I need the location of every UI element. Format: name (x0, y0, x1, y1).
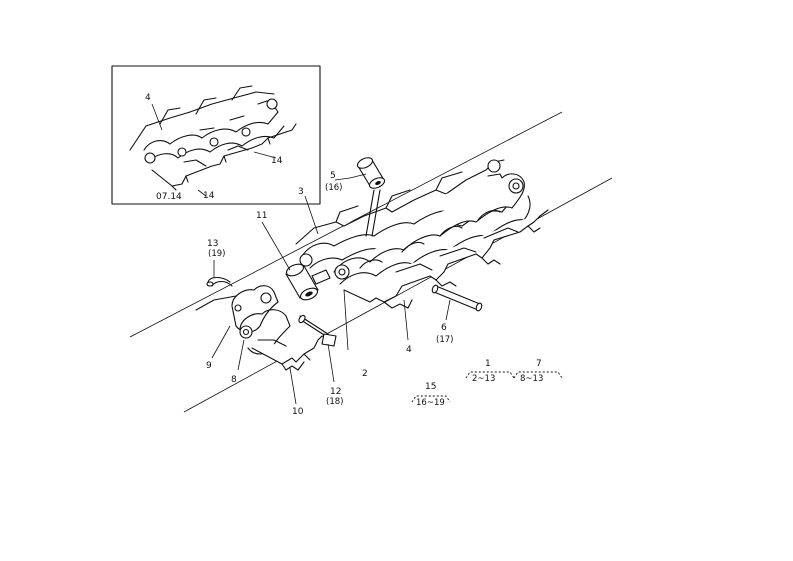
assembly-group-1: 1 2~13 (465, 359, 515, 384)
label-10: 10 (292, 407, 304, 417)
label-8: 8 (231, 375, 237, 385)
main-track-assembly (295, 159, 549, 309)
pin-6 (431, 284, 483, 312)
spring-pin-13 (206, 276, 233, 287)
label-6: 6 (441, 323, 447, 333)
label-4: 4 (406, 345, 412, 355)
label-2: 2 (362, 369, 368, 379)
label-13-alt: (19) (208, 249, 225, 259)
assembly-group-7: 7 8~13 (513, 359, 563, 384)
group-1-label: 1 (485, 359, 491, 369)
label-11: 11 (256, 211, 267, 221)
label-13: 13 (207, 239, 218, 249)
inset-label-14-right: 14 (271, 156, 283, 166)
inset-frame (111, 65, 321, 205)
group-15-range: 16~19 (416, 398, 445, 408)
bushing-11 (285, 263, 331, 301)
inset-detail: 4 14 14 07.14 (111, 65, 321, 205)
bushing-5 (356, 157, 386, 189)
label-3: 3 (298, 187, 304, 197)
inset-caption: 07.14 (156, 192, 182, 202)
inset-label-14-bottom: 14 (203, 191, 215, 201)
group-7-label: 7 (536, 359, 542, 369)
label-9: 9 (206, 361, 212, 371)
assembly-group-15: 15 16~19 (411, 382, 451, 408)
label-5: 5 (330, 171, 336, 181)
label-5-alt: (16) (325, 183, 342, 193)
leader-lines (211, 173, 451, 405)
label-12: 12 (330, 387, 341, 397)
group-7-range: 8~13 (520, 374, 543, 384)
group-1-range: 2~13 (472, 374, 495, 384)
callout-labels: 3 5 (16) 11 13 (19) 2 4 6 (17) 9 8 10 12… (206, 171, 453, 417)
left-link-assembly (195, 285, 323, 371)
label-6-alt: (17) (436, 335, 453, 345)
label-12-alt: (18) (326, 397, 343, 407)
inset-label-4: 4 (145, 93, 151, 103)
pin-12 (298, 314, 337, 347)
group-15-label: 15 (425, 382, 436, 392)
inset-track-assembly (129, 85, 297, 197)
